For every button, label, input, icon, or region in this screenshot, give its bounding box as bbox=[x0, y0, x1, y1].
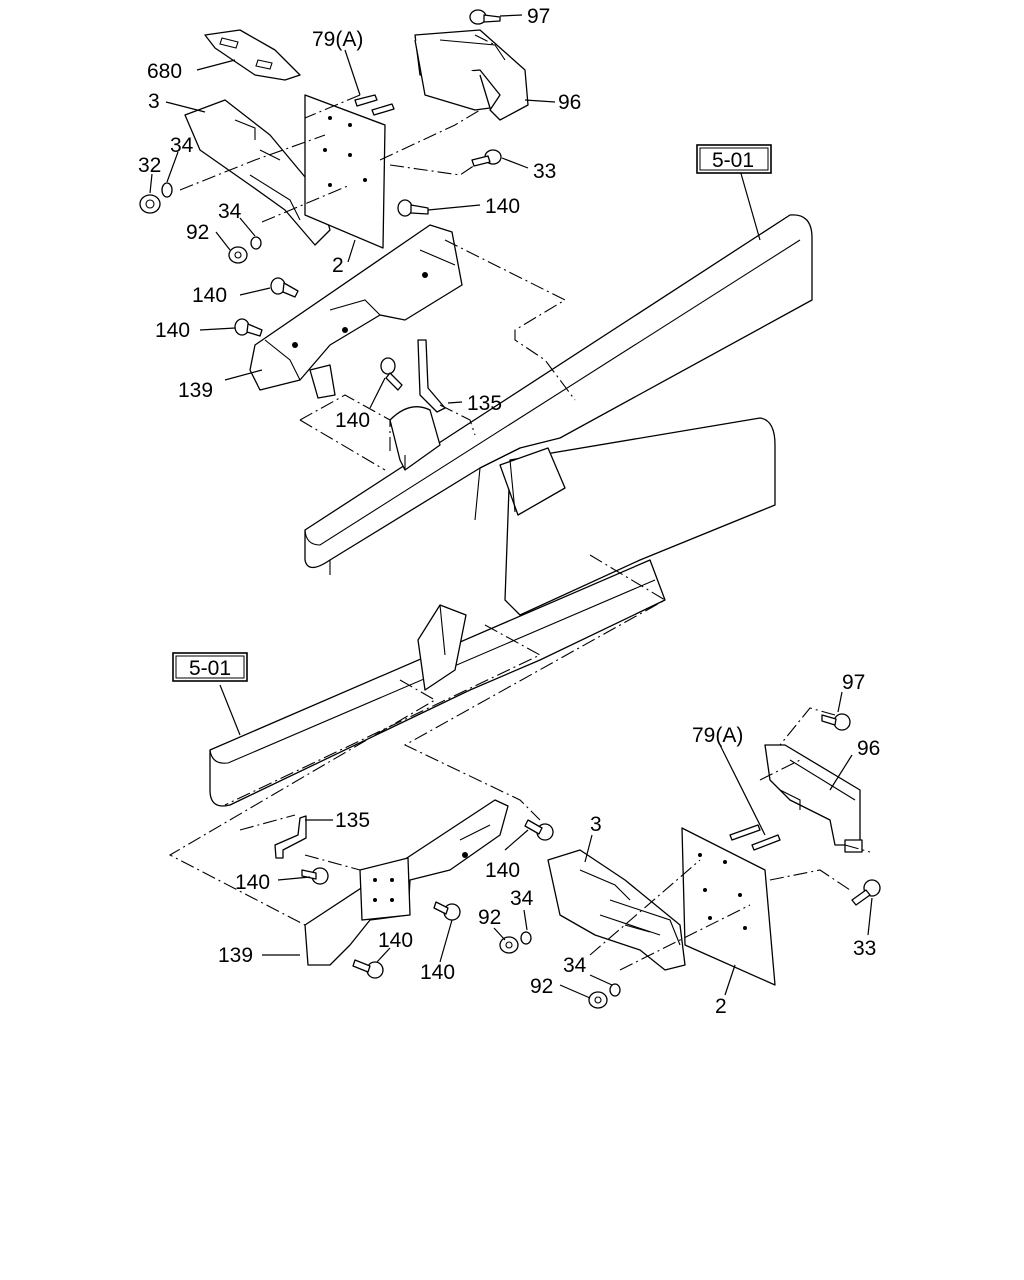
bolt-140-upper-d bbox=[380, 357, 403, 391]
callout-140-upper-c: 140 bbox=[155, 319, 190, 342]
callout-79A-upper: 79(A) bbox=[312, 28, 363, 51]
lower-assembly bbox=[168, 554, 881, 1009]
bolt-140-lower-a bbox=[524, 819, 554, 841]
rail-upright-bracket bbox=[417, 604, 467, 691]
frame-rail-lower bbox=[209, 559, 666, 807]
washer-34-lower-b bbox=[609, 983, 621, 997]
upper-assembly bbox=[139, 9, 813, 616]
frame-rail-upper bbox=[304, 214, 813, 575]
callout-2-upper: 2 bbox=[332, 254, 344, 277]
reference-label-upper: 5-01 bbox=[712, 149, 754, 172]
callout-135-lower: 135 bbox=[335, 809, 370, 832]
bolt-140-upper-a bbox=[397, 199, 429, 217]
fastener-97-lower bbox=[821, 713, 851, 731]
callout-33-upper: 33 bbox=[533, 160, 556, 183]
callout-140-lower-c: 140 bbox=[378, 929, 413, 952]
callout-97-upper: 97 bbox=[527, 5, 550, 28]
fastener-97-upper bbox=[469, 9, 501, 25]
callout-140-upper-d: 140 bbox=[335, 409, 370, 432]
bolt-140-upper-b bbox=[270, 277, 299, 298]
callout-140-lower-b: 140 bbox=[235, 871, 270, 894]
callout-92-lower-b: 92 bbox=[530, 975, 553, 998]
fastener-92-lower-a bbox=[499, 936, 519, 954]
part-139-lower bbox=[304, 799, 509, 966]
callout-34-upper-b: 34 bbox=[218, 200, 242, 223]
callout-92-lower-a: 92 bbox=[478, 906, 501, 929]
washer-34-upper-b bbox=[250, 236, 262, 250]
callout-79A-lower: 79(A) bbox=[692, 724, 743, 747]
part-135-upper bbox=[417, 339, 446, 413]
rail-support-bracket bbox=[389, 406, 441, 471]
fastener-33-upper bbox=[471, 149, 502, 167]
bolt-140-lower-b bbox=[301, 867, 329, 885]
callout-2-lower: 2 bbox=[715, 995, 727, 1018]
callout-135-upper: 135 bbox=[467, 392, 502, 415]
callout-96-lower: 96 bbox=[857, 737, 880, 760]
fastener-32-upper bbox=[139, 194, 161, 214]
callout-140-upper-b: 140 bbox=[192, 284, 227, 307]
fastener-33-lower bbox=[851, 879, 881, 906]
callout-140-upper-a: 140 bbox=[485, 195, 520, 218]
callout-680-upper: 680 bbox=[147, 60, 182, 83]
callout-34-lower-a: 34 bbox=[510, 887, 534, 910]
reference-box-upper: 5-01 bbox=[696, 144, 772, 174]
part-96-upper bbox=[414, 29, 529, 121]
callout-3-upper: 3 bbox=[148, 90, 160, 113]
fastener-79A-upper bbox=[354, 94, 395, 116]
callout-34-lower-b: 34 bbox=[563, 954, 587, 977]
fastener-92-upper bbox=[228, 246, 248, 264]
fastener-79A-lower bbox=[729, 824, 781, 851]
callout-3-lower: 3 bbox=[590, 813, 602, 836]
callout-139-upper: 139 bbox=[178, 379, 213, 402]
callout-leaders bbox=[149, 14, 873, 999]
callout-32-upper: 32 bbox=[138, 154, 161, 177]
callout-97-lower: 97 bbox=[842, 671, 865, 694]
callout-34-upper-a: 34 bbox=[170, 134, 194, 157]
reference-label-lower: 5-01 bbox=[189, 657, 231, 680]
fastener-92-lower-b bbox=[588, 991, 608, 1009]
washer-34-upper-a bbox=[161, 182, 173, 198]
washer-34-lower-a bbox=[520, 931, 532, 945]
part-96-lower bbox=[764, 744, 863, 853]
callout-140-lower-a: 140 bbox=[485, 859, 520, 882]
reference-box-lower: 5-01 bbox=[172, 652, 248, 682]
upper-callout-labels: 680 3 32 34 92 34 79(A) 97 96 33 140 2 1… bbox=[138, 5, 581, 432]
bolt-140-upper-c bbox=[234, 318, 263, 337]
lower-callout-labels: 97 79(A) 96 135 3 140 34 92 140 139 140 … bbox=[218, 671, 880, 1018]
callout-33-lower: 33 bbox=[853, 937, 876, 960]
part-139-upper bbox=[249, 224, 463, 399]
bolt-140-lower-c bbox=[433, 901, 461, 921]
callout-139-lower: 139 bbox=[218, 944, 253, 967]
part-2-lower bbox=[681, 827, 776, 986]
frame-rail-middle bbox=[499, 417, 776, 616]
callout-140-lower-d: 140 bbox=[420, 961, 455, 984]
bolt-140-lower-d bbox=[352, 959, 384, 979]
callout-92-upper: 92 bbox=[186, 221, 209, 244]
part-2-upper bbox=[304, 94, 386, 249]
part-680 bbox=[204, 29, 301, 81]
part-135-lower bbox=[274, 815, 307, 859]
callout-96-upper: 96 bbox=[558, 91, 581, 114]
part-3-lower bbox=[547, 849, 686, 971]
